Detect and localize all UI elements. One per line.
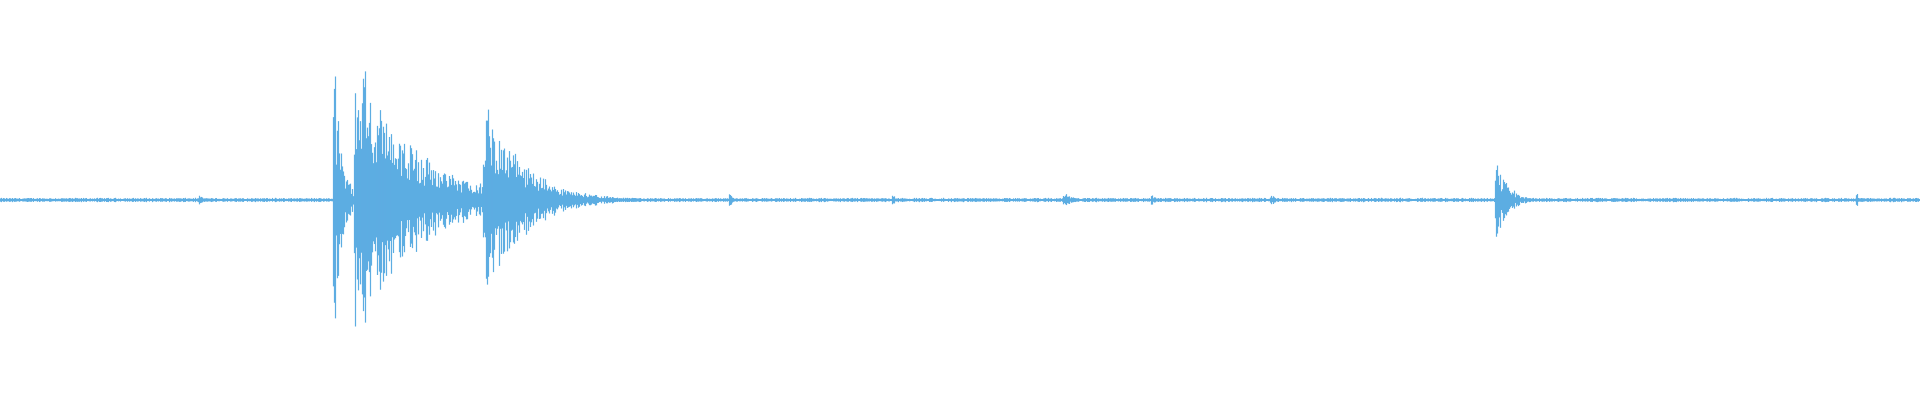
waveform-samples — [0, 71, 1920, 327]
